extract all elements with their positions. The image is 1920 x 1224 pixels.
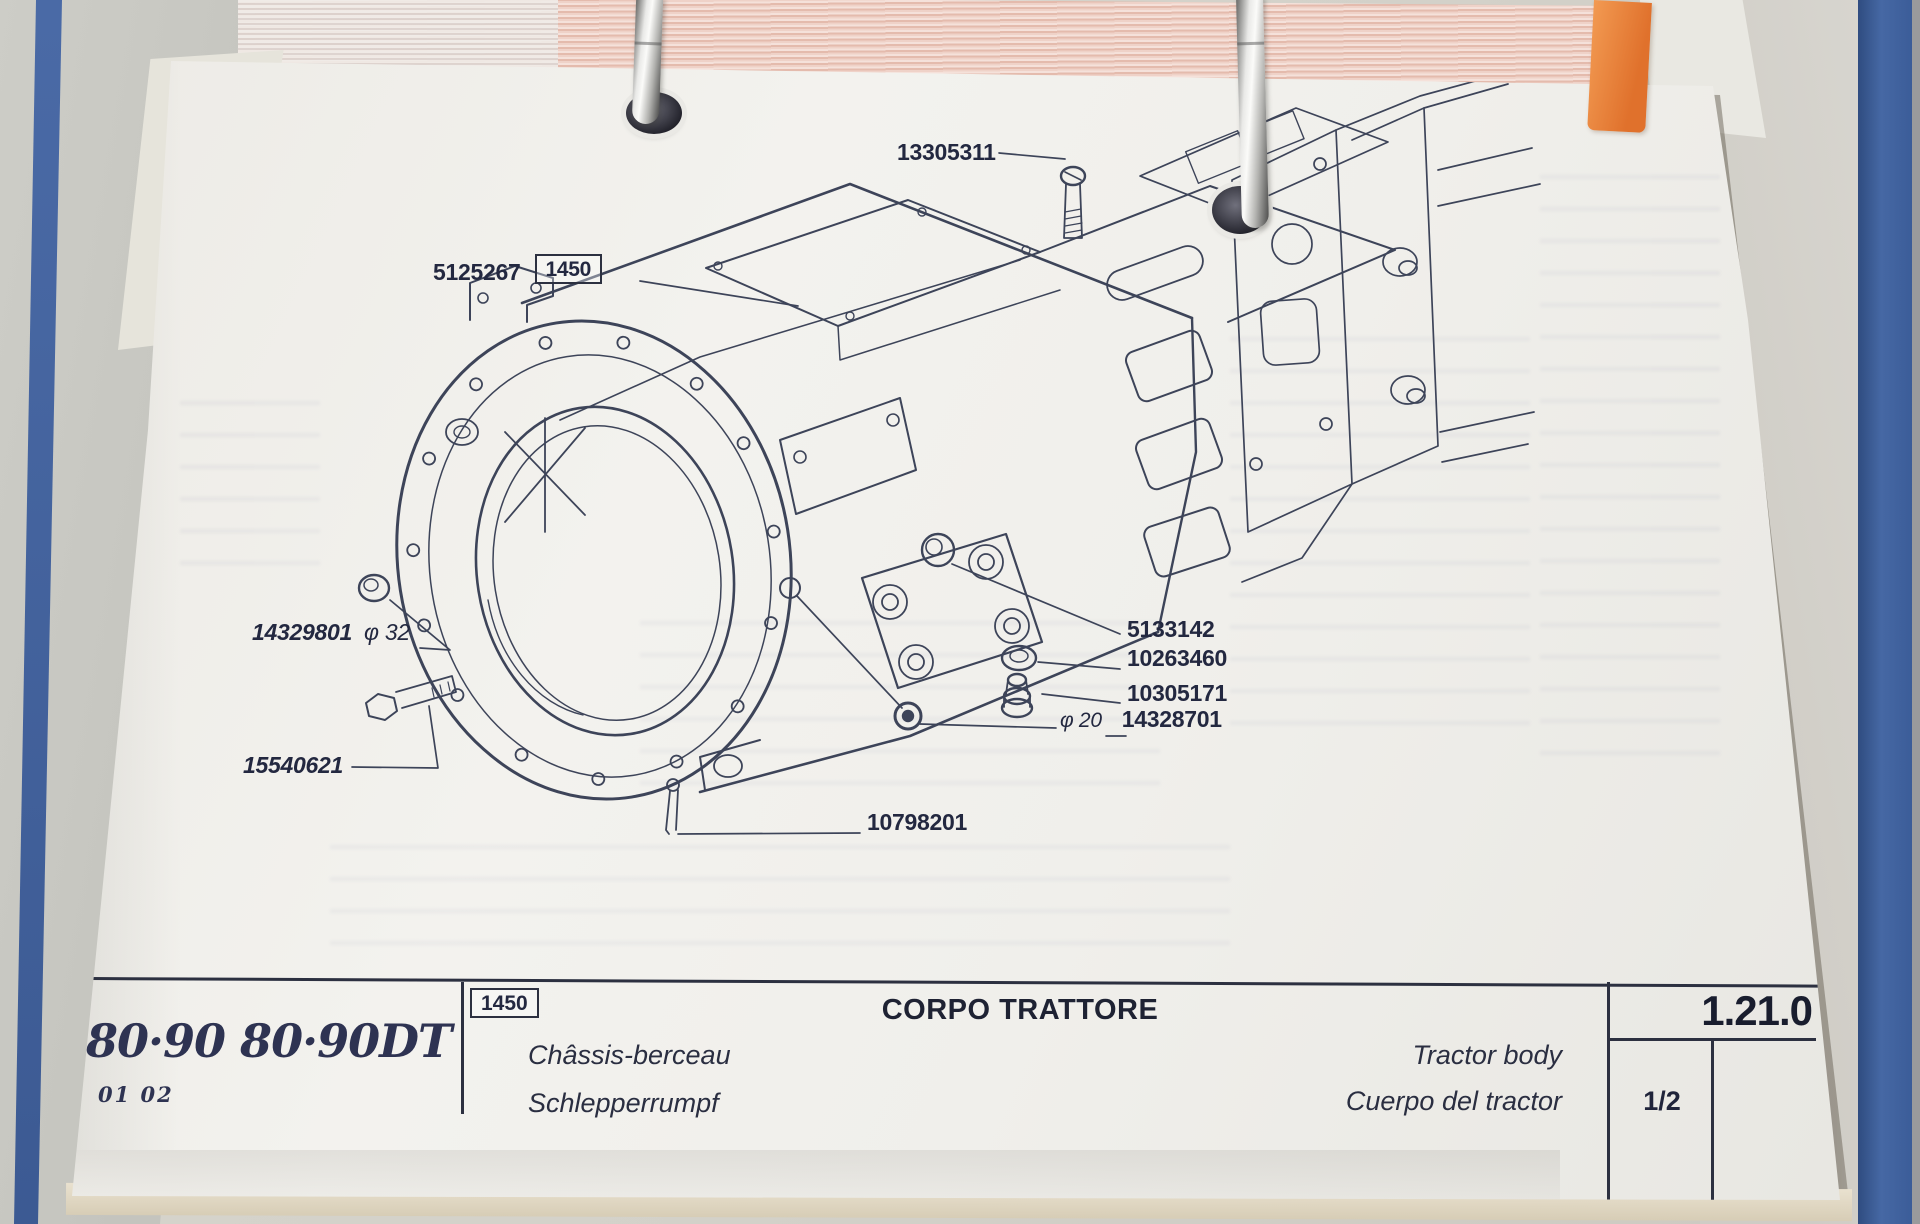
section-code: 1.21.0 bbox=[1701, 987, 1813, 1034]
part-label-plug-left: 14329801 φ 32 bbox=[252, 620, 410, 644]
flange-bolt-holes bbox=[406, 335, 781, 786]
part-number: 14328701 bbox=[1121, 706, 1222, 732]
plug-14329801 bbox=[357, 573, 391, 603]
showthrough-texture bbox=[330, 840, 1230, 960]
diameter-note: φ 20 bbox=[1060, 709, 1102, 732]
nut-14328701 bbox=[893, 701, 923, 731]
showthrough-texture bbox=[1230, 320, 1530, 740]
cotter-pin-10798201 bbox=[665, 778, 680, 835]
page-top-shading bbox=[72, 1150, 1560, 1200]
subtitle-english: Tractor body bbox=[1412, 1040, 1562, 1070]
bell-housing bbox=[395, 265, 793, 801]
drain-plug-10305171 bbox=[1000, 672, 1034, 719]
title-block-sub-rule bbox=[1610, 1038, 1816, 1041]
title-block-divider-c bbox=[1711, 1040, 1714, 1200]
figure-ref-box: 1450 bbox=[470, 988, 539, 1018]
rear-frame bbox=[1139, 69, 1541, 583]
index-tab-orange bbox=[1587, 0, 1652, 133]
diameter-note: φ 32 bbox=[364, 619, 410, 645]
binder-blue-edge-right bbox=[1858, 0, 1916, 1224]
part-label-nut: 5133142 bbox=[1127, 616, 1215, 642]
showthrough-texture bbox=[640, 620, 1160, 800]
leader-lines bbox=[351, 152, 1127, 835]
subtitle-german: Schlepperrumpf bbox=[528, 1088, 719, 1118]
showthrough-texture bbox=[1540, 150, 1720, 770]
part-label-cotter-pin: 10798201 bbox=[867, 809, 967, 835]
model-designation: 80·90 80·90DT bbox=[86, 1014, 452, 1068]
screw-13305311 bbox=[1059, 165, 1087, 239]
model-codes: 01 02 bbox=[98, 1082, 174, 1107]
title-block-divider-b bbox=[1607, 982, 1610, 1200]
part-number: 5125267 bbox=[433, 259, 521, 285]
part-label-screw: 13305311 bbox=[897, 139, 996, 165]
showthrough-texture bbox=[180, 380, 320, 580]
part-label-housing: 5125267 1450 bbox=[433, 254, 603, 288]
gearbox-body bbox=[520, 182, 1396, 794]
part-label-bolt: 15540621 bbox=[243, 752, 343, 778]
section-ref-box: 1450 bbox=[534, 254, 603, 284]
page-title-italian: CORPO TRATTORE bbox=[881, 994, 1159, 1026]
subtitle-spanish: Cuerpo del tractor bbox=[1345, 1086, 1562, 1116]
sheet-number: 1/2 bbox=[1643, 1086, 1681, 1116]
nut-5133142 bbox=[920, 532, 956, 568]
subtitle-french: Châssis-berceau bbox=[528, 1040, 731, 1070]
side-plate-bosses bbox=[872, 544, 1030, 680]
part-number: 14329801 bbox=[252, 619, 352, 645]
washer-10263460 bbox=[1000, 644, 1038, 672]
part-label-washer: 10263460 bbox=[1127, 645, 1227, 671]
bolt-15540621 bbox=[365, 675, 457, 721]
part-label-drain-plug: 10305171 bbox=[1127, 680, 1227, 706]
part-label-plug-dia: φ 20 14328701 bbox=[1060, 707, 1222, 732]
photo-right-edge bbox=[1912, 0, 1920, 1224]
figure-ref: 1450 bbox=[470, 988, 539, 1018]
binder-ring-left bbox=[631, 0, 664, 125]
title-block-divider-a bbox=[461, 982, 464, 1114]
